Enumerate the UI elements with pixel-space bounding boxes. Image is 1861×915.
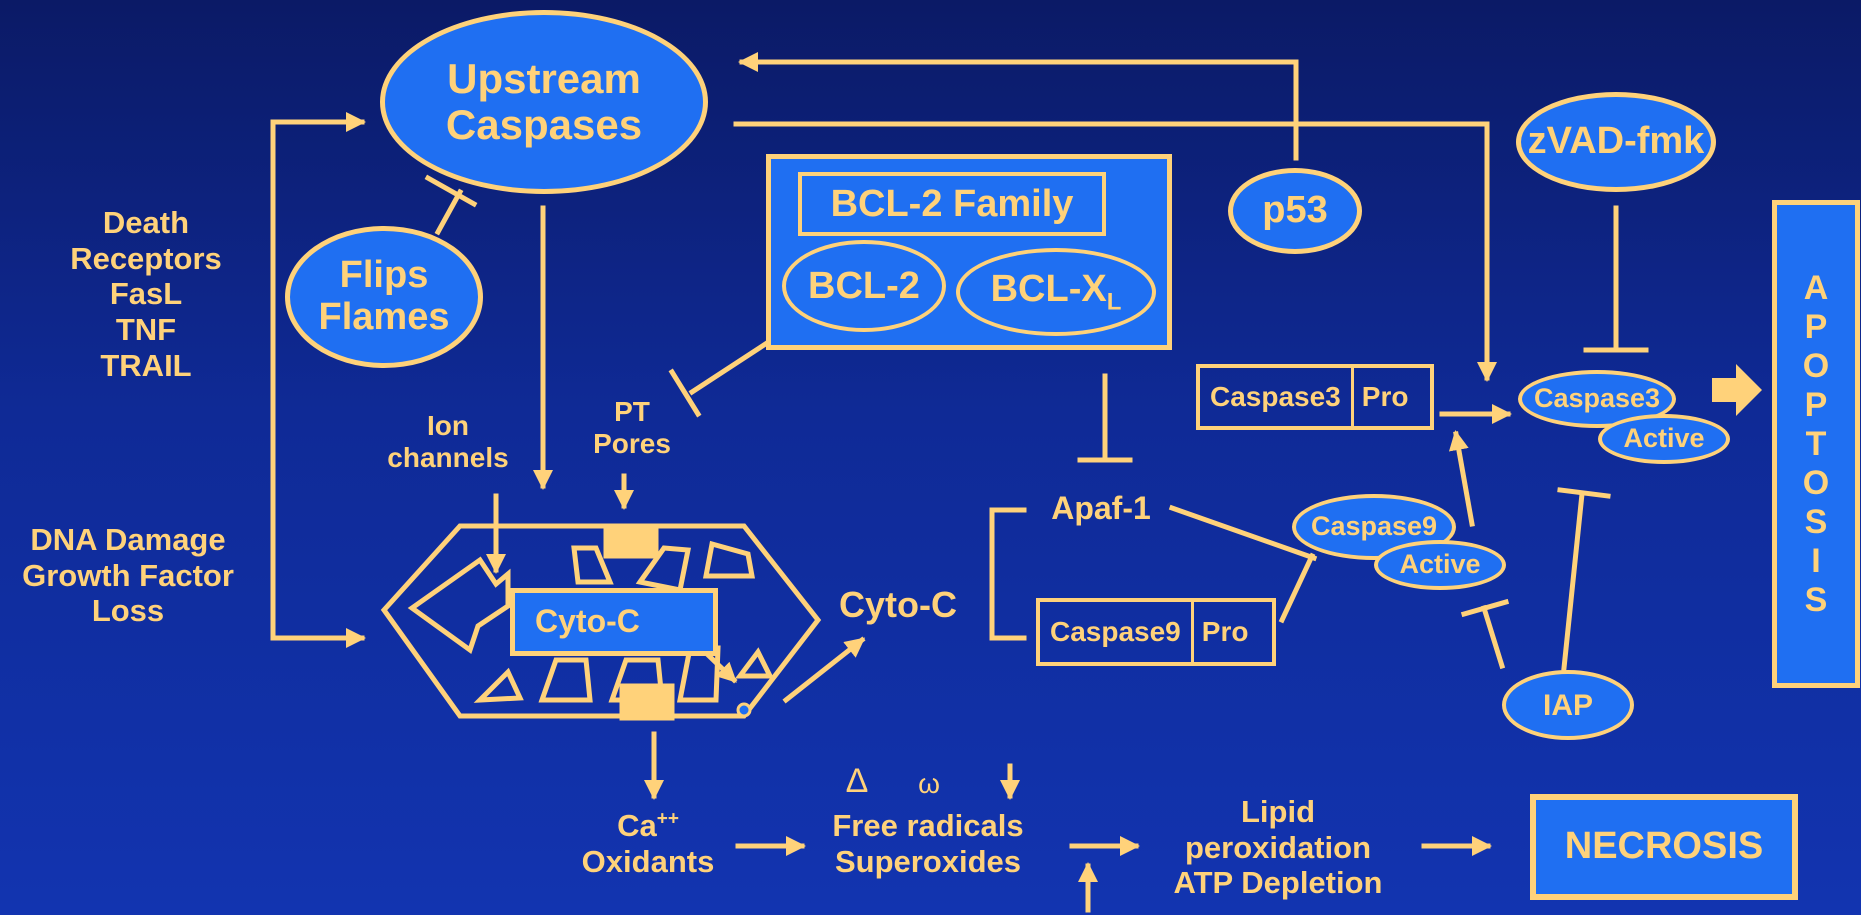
caspase3-active-node: Caspase3 — [1518, 370, 1676, 428]
iap-inhibit-casp9-bar — [1460, 598, 1510, 618]
bcl2-node: BCL-2 — [782, 240, 946, 332]
caspase9-pro-suffix: Pro — [1201, 616, 1249, 647]
apoptosis-letter: T — [1805, 424, 1827, 463]
crista — [407, 556, 511, 655]
flips-flames-label: Flips Flames — [318, 254, 450, 338]
necrosis-box: NECROSIS — [1530, 794, 1798, 900]
bclxl-label: BCL-XL — [990, 267, 1122, 316]
pore-dot — [736, 702, 752, 718]
casp9pro-to-casp9 — [1278, 552, 1316, 624]
apoptosis-letter: S — [1804, 502, 1828, 541]
caspase9-active-node: Caspase9 — [1292, 494, 1456, 560]
caspase9-active-label: Caspase9 — [1310, 511, 1438, 542]
cyto-c-release-arrow — [782, 636, 866, 704]
iap-node: IAP — [1502, 670, 1634, 740]
caspase9-pro-label: Caspase9 — [1040, 602, 1194, 662]
apoptosis-letter: O — [1802, 463, 1830, 502]
crista — [538, 657, 593, 703]
pt-pores-label: PT Pores — [593, 396, 671, 460]
zvad-label: zVAD-fmk — [1527, 120, 1705, 163]
iap-inhibit-casp3-bar — [1557, 487, 1611, 499]
caspase3-pro-label: Caspase3 — [1200, 368, 1354, 426]
cyto-c-inner-box: Cyto-C — [510, 588, 718, 656]
cyto-c-inner-label: Cyto-C — [535, 603, 640, 640]
upstream-to-caspase3 — [733, 121, 1497, 382]
iap-label: IAP — [1542, 688, 1593, 722]
crista — [473, 667, 524, 703]
iap-inhibit-casp9-stem — [1480, 604, 1506, 670]
apaf-bracket — [989, 507, 1027, 641]
iap-inhibit-casp3-stem — [1561, 491, 1585, 671]
flips-inhibit-stem — [434, 188, 464, 236]
zvad-node: zVAD-fmk — [1516, 92, 1716, 192]
lipid-peroxidation-label: Lipid peroxidation ATP Depletion — [1173, 794, 1383, 901]
flips-flames-node: Flips Flames — [285, 226, 483, 368]
crista — [676, 645, 721, 703]
cyto-c-released-label: Cyto-C — [839, 584, 957, 625]
ion-channels-label: Ion channels — [387, 410, 509, 474]
p53-node: p53 — [1228, 168, 1362, 254]
crista — [735, 647, 775, 679]
arrow-to-apoptosis — [1712, 364, 1762, 416]
apaf1-label: Apaf-1 — [1051, 490, 1151, 526]
necrosis-label: NECROSIS — [1564, 825, 1764, 868]
caspase9-pro-box: Caspase9 Pro — [1036, 598, 1276, 666]
upstream-caspases-label: Upstream Caspases — [445, 54, 643, 148]
apoptosis-box: A P O P T O S I S — [1772, 200, 1860, 688]
caspase9-active-state: Active — [1399, 549, 1481, 580]
upstream-caspases-node: Upstream Caspases — [380, 10, 708, 194]
caspase3-active-label: Caspase3 — [1533, 383, 1661, 414]
caspase3-pro-suffix: Pro — [1361, 381, 1409, 412]
apoptosis-letter: P — [1804, 385, 1828, 424]
crista — [571, 545, 614, 585]
delta-symbol: Δ — [845, 762, 869, 800]
casp9-to-casp3pro — [1448, 430, 1475, 527]
apoptosis-letter: O — [1802, 346, 1830, 385]
apoptosis-letter: S — [1804, 580, 1828, 619]
dna-damage-label: DNA Damage Growth Factor Loss — [22, 522, 234, 629]
bcl2-inhibit-bar — [668, 368, 702, 418]
bcl2-label: BCL-2 — [808, 264, 920, 307]
apaf-to-casp9 — [1168, 504, 1318, 562]
caspase3-pro-box: Caspase3 Pro — [1196, 364, 1434, 430]
pore-block-bottom — [619, 683, 675, 721]
ca-oxidants-label: Ca++ Oxidants — [581, 808, 715, 879]
flips-inhibit-bar — [424, 174, 478, 208]
caspase9-active-badge: Active — [1374, 540, 1506, 590]
p53-label: p53 — [1262, 189, 1328, 232]
bcl2-family-title: BCL-2 Family — [798, 172, 1106, 236]
caspase3-active-badge: Active — [1598, 414, 1730, 464]
apoptosis-letter: A — [1803, 268, 1829, 307]
p53-to-upstream — [738, 52, 1299, 161]
bcl2-family-label: BCL-2 Family — [830, 182, 1074, 225]
caspase3-active-state: Active — [1623, 423, 1705, 454]
death-receptors-label: Death Receptors FasL TNF TRAIL — [70, 205, 222, 383]
pore-block-top — [603, 523, 659, 559]
crista — [635, 545, 692, 593]
apoptosis-letter: I — [1811, 541, 1821, 580]
free-radicals-label: Free radicals Superoxides — [832, 808, 1024, 879]
apoptosis-letter: P — [1804, 307, 1828, 346]
omega-symbol: ω — [918, 768, 940, 799]
bclxl-node: BCL-XL — [956, 248, 1156, 336]
crista — [702, 540, 755, 579]
